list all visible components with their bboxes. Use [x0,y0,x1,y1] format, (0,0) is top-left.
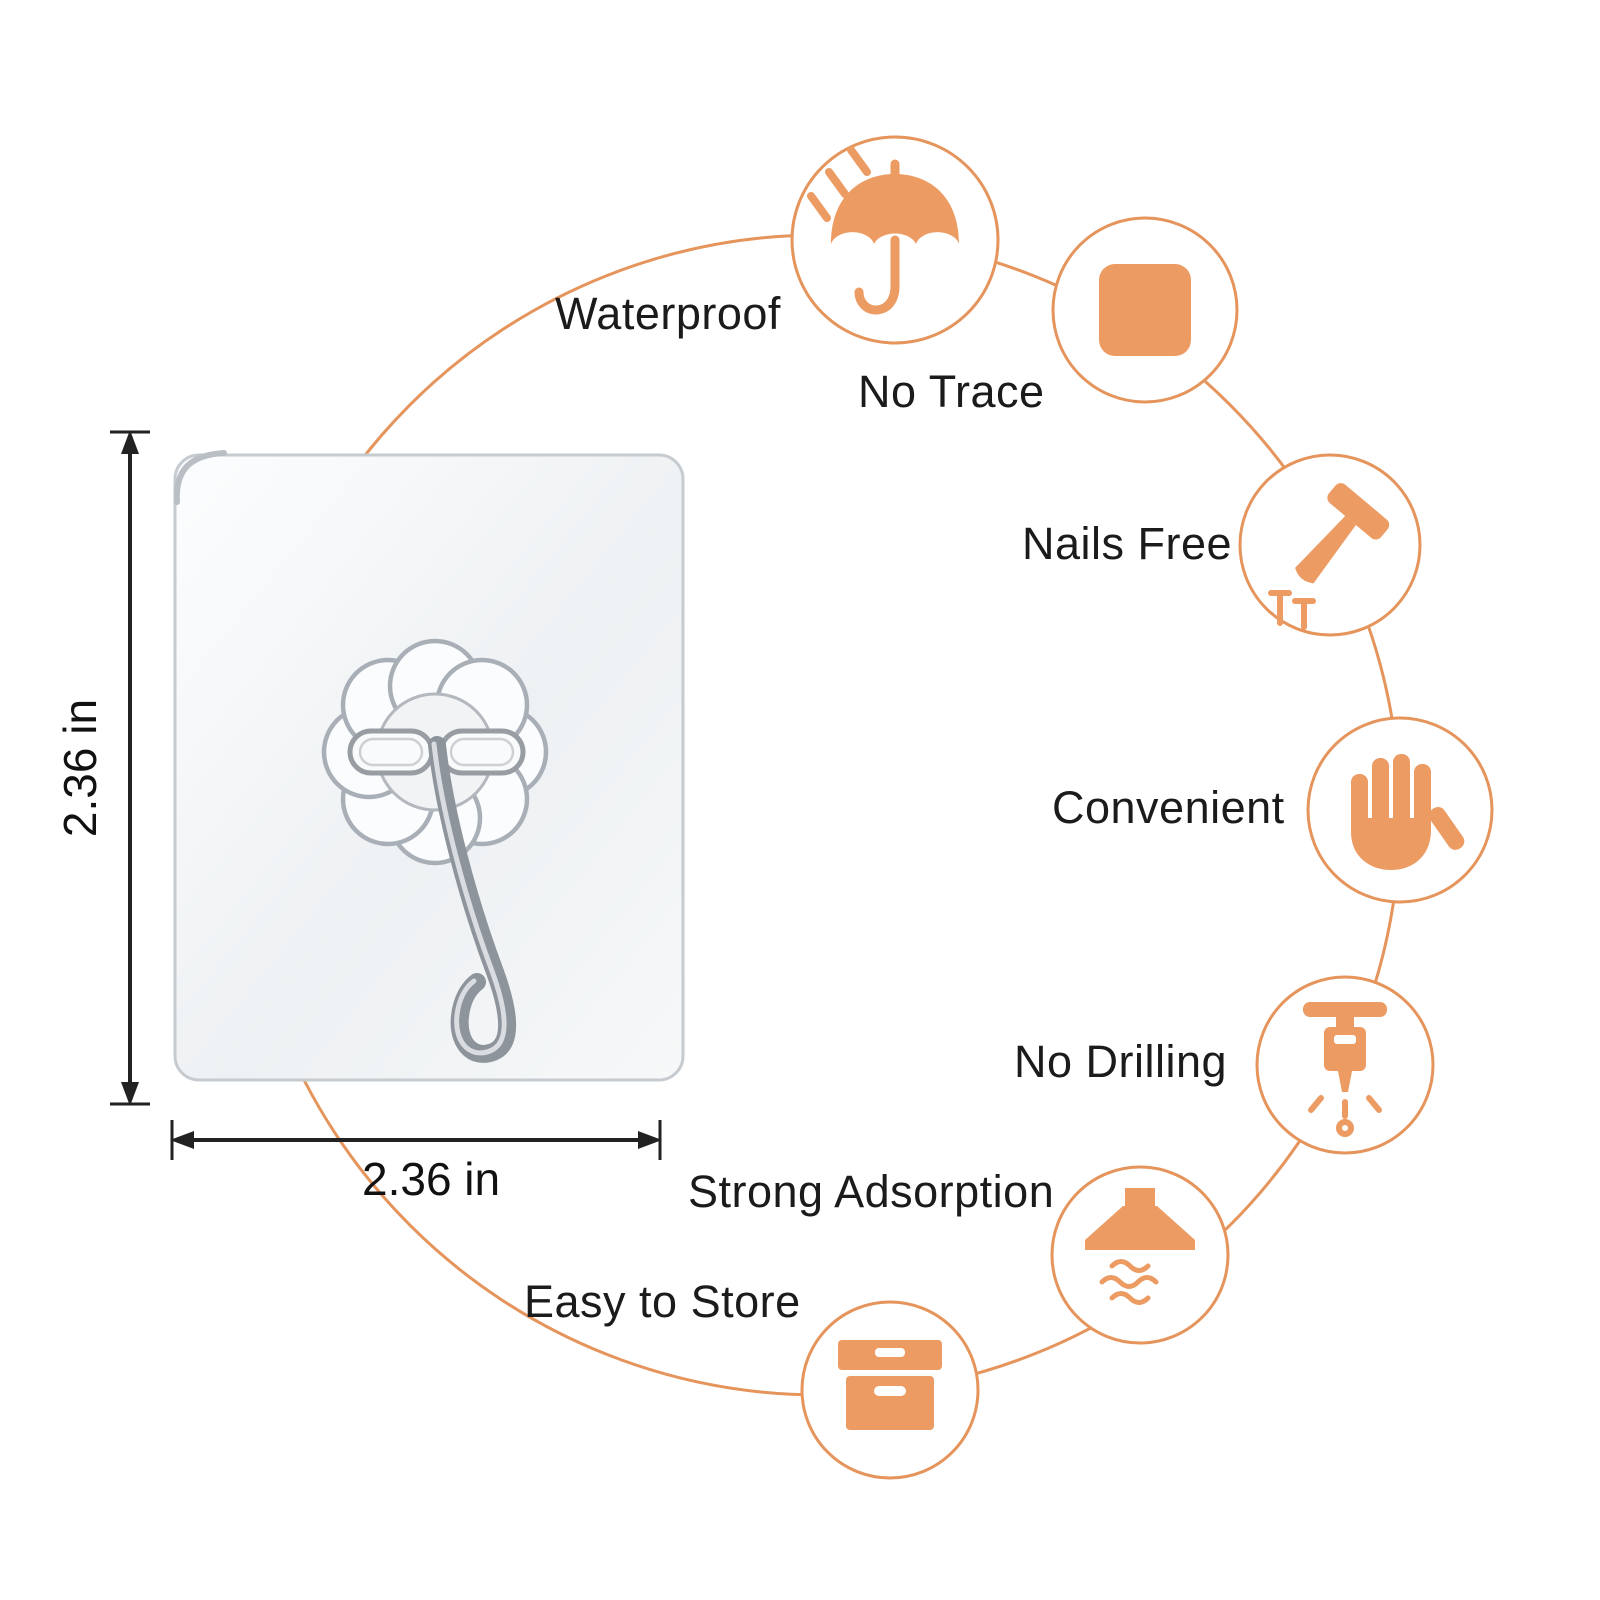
feature-node-no-trace [1051,216,1239,404]
capsule-detail-left [358,737,424,767]
strong-adsorption-circle [1050,1165,1230,1345]
label-no-trace: No Trace [858,366,1045,417]
label-convenient: Convenient [1052,782,1285,833]
label-easy-to-store: Easy to Store [524,1276,801,1327]
feature-node-nails-free [1238,453,1422,637]
feature-node-no-drilling [1255,975,1435,1155]
adhesive-pad-icon [1099,264,1191,356]
feature-node-waterproof [790,135,1000,345]
label-no-drilling: No Drilling [1014,1036,1228,1087]
width-dimension-arrow [170,1120,662,1160]
height-dimension-label: 2.36 in [54,698,106,838]
label-waterproof: Waterproof [555,288,781,339]
pin-capsule-right [438,728,526,776]
nails [1268,590,1316,630]
capsule-detail-right [449,737,515,767]
feature-node-strong-adsorption [1050,1165,1230,1345]
hammer-nails-icon [1268,483,1390,630]
feature-node-easy-to-store [800,1300,980,1480]
umbrella-rain-icon [807,146,959,315]
label-strong-adsorption: Strong Adsorption [688,1166,1055,1217]
product-image [173,450,685,1082]
metal-hook [428,736,517,1063]
pad-corner-fold [173,450,227,505]
feature-node-convenient [1306,716,1494,904]
label-nails-free: Nails Free [1022,518,1233,569]
jackhammer-icon [1303,1002,1387,1137]
storage-box-icon [838,1340,942,1430]
hand-icon [1351,754,1465,870]
width-dimension-label: 2.36 in [362,1153,501,1205]
height-dimension-arrow [110,430,150,1106]
pin-capsule-left [347,728,435,776]
range-hood-icon [1085,1188,1195,1305]
